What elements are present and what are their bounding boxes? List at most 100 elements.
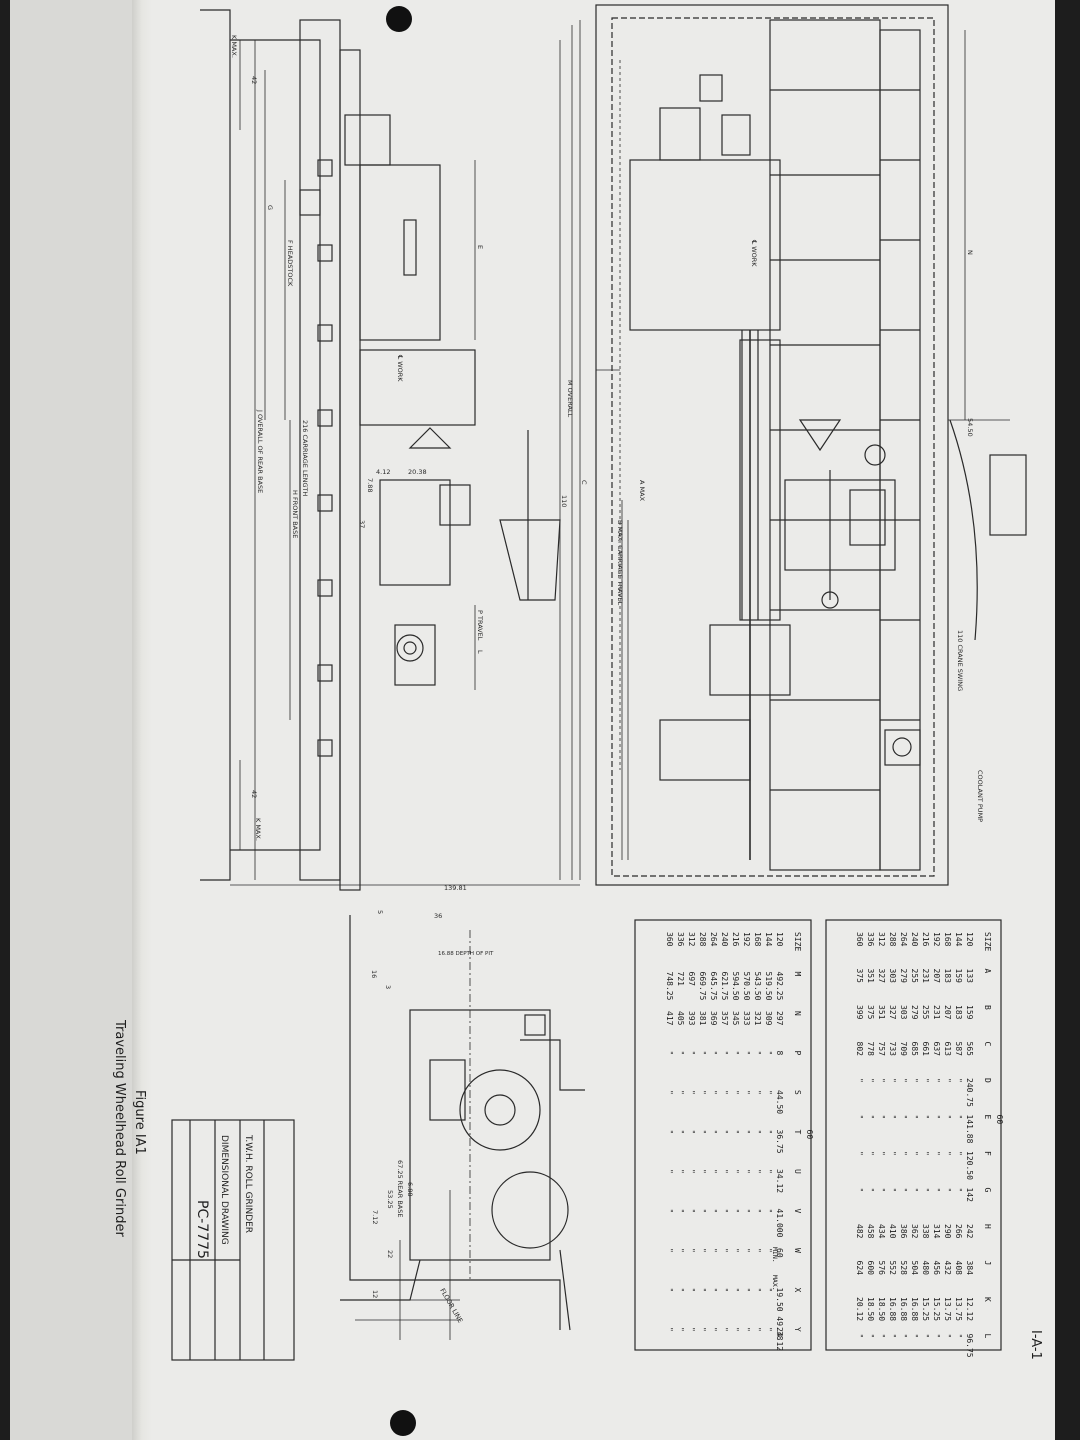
table-bottom-cell: 24.12: [775, 1327, 784, 1351]
table-bottom-col-header: V: [793, 1209, 802, 1214]
table-top-cell: 183: [954, 1005, 963, 1020]
table-top-cell: 240: [910, 932, 919, 947]
table-bottom-cell: ": [687, 1288, 696, 1293]
headstock-gearbox: [299, 189, 321, 216]
table-top-header-sup: 60: [995, 1115, 1004, 1125]
grinder-body-end: [409, 1009, 551, 1261]
table-bottom-cell: ": [753, 1209, 762, 1214]
table-top-cell: ": [932, 1078, 941, 1083]
title-block-drawing-no: PC-7775: [194, 1200, 210, 1259]
page-fold: [132, 0, 152, 1440]
table-top-col-header: C: [983, 1042, 992, 1047]
table-top-cell: 410: [888, 1224, 897, 1239]
table-bottom-cell: 360: [665, 932, 674, 947]
label-16: 16: [370, 970, 378, 978]
table-bottom-cell: ": [709, 1051, 718, 1056]
label-rear-base-end: 67.25 REAR BASE: [396, 1160, 404, 1217]
table-top-cell: ": [910, 1151, 919, 1156]
table-bottom-cell: ": [742, 1288, 751, 1293]
table-bottom-cell: 697: [687, 972, 696, 987]
table-top-cell: 480: [921, 1261, 930, 1276]
table-top-cell: ": [877, 1151, 886, 1156]
table-top-cell: 351: [877, 1005, 886, 1020]
label-5325: 53.25: [386, 1190, 394, 1209]
table-top-cell: 266: [954, 1224, 963, 1239]
table-bottom-cell: ": [764, 1169, 773, 1174]
table-bottom-cell: 288: [698, 932, 707, 947]
front-base-elev: [339, 49, 361, 891]
table-bottom-header-sup: 60: [805, 1130, 814, 1140]
table-bottom-cell: 321: [753, 1011, 762, 1026]
table-bottom-cell: 216: [731, 932, 740, 947]
table-top-cell: 15.25: [921, 1297, 930, 1321]
table-bottom-cell: ": [720, 1051, 729, 1056]
table-bottom-cell: ": [731, 1130, 740, 1135]
page-left-margin: [10, 0, 145, 1440]
table-bottom-cell: ": [709, 1090, 718, 1095]
label-12: 12: [371, 1290, 379, 1298]
table-bottom-cell: 333: [742, 1011, 751, 1026]
table-top-cell: 133: [965, 969, 974, 984]
table-bottom-cell: ": [698, 1209, 707, 1214]
table-top-cell: ": [877, 1115, 886, 1120]
table-top-cell: ": [921, 1115, 930, 1120]
table-top-cell: ": [899, 1334, 908, 1339]
table-bottom-cell: 621.75: [720, 972, 729, 1001]
table-top-col-header: F: [983, 1151, 992, 1156]
table-bottom-col-header: X: [793, 1288, 802, 1293]
table-top-cell: ": [888, 1151, 897, 1156]
table-bottom-cell: ": [665, 1090, 674, 1095]
table-top-cell: 757: [877, 1042, 886, 1057]
table-bottom-cell: ": [720, 1288, 729, 1293]
table-top-cell: ": [866, 1078, 875, 1083]
table-bottom-cell: ": [698, 1327, 707, 1332]
label-floor-line: FLOOR LINE: [438, 1287, 464, 1324]
table-bottom-cell: ": [753, 1288, 762, 1293]
table-bottom-cell: 312: [687, 932, 696, 947]
table-top-cell: 685: [910, 1042, 919, 1057]
table-bottom-cell: ": [676, 1169, 685, 1174]
tailstock-plan: [709, 624, 791, 696]
rear-base-plan: [769, 19, 881, 871]
table-top-cell: ": [899, 1115, 908, 1120]
wheel-end: [459, 1069, 541, 1151]
table-bottom-cell: ": [698, 1169, 707, 1174]
label-depth-of-pit: 16.88 DEPTH OF PIT: [438, 951, 494, 957]
table-bottom-cell: 492.25: [775, 972, 784, 1001]
junction-box-plan: [699, 74, 723, 102]
motor-end: [524, 1014, 546, 1036]
table-top-col-header: E: [983, 1115, 992, 1120]
table-top-cell: 120: [965, 932, 974, 947]
table-bottom-cell: ": [764, 1209, 773, 1214]
table-top-cell: 327: [877, 969, 886, 984]
table-top-cell: ": [899, 1188, 908, 1193]
table-top-col-header: SIZE: [983, 932, 992, 951]
table-bottom-cell: 60: [775, 1248, 784, 1258]
table-top-cell: 144: [954, 932, 963, 947]
table-bottom-cell: ": [687, 1248, 696, 1253]
table-bottom-cell: ": [676, 1248, 685, 1253]
label-b-travel: B MAX. CARRIAGE TRAVEL: [616, 520, 624, 605]
center-elev: [408, 427, 452, 449]
table-bottom-cell: 264: [709, 932, 718, 947]
table-top-cell: ": [866, 1188, 875, 1193]
table-bottom-cell: 41.000: [775, 1209, 784, 1238]
table-top-cell: 16.88: [910, 1297, 919, 1321]
table-top-cell: ": [943, 1078, 952, 1083]
table-top-cell: 279: [910, 1005, 919, 1020]
label-c: C: [580, 480, 588, 485]
handwheel-elev: [396, 634, 424, 662]
table-bottom-cell: ": [720, 1209, 729, 1214]
crane-post: [989, 454, 1027, 536]
table-top-cell: 231: [921, 969, 930, 984]
table-top-cell: 661: [921, 1042, 930, 1057]
table-bottom-cell: ": [676, 1090, 685, 1095]
table-top-cell: 159: [965, 1005, 974, 1020]
table-top-cell: ": [932, 1334, 941, 1339]
table-bottom-cell: ": [753, 1327, 762, 1332]
table-bottom-frame: [634, 919, 812, 1351]
table-top-cell: 16.88: [888, 1297, 897, 1321]
foundation-floor: [230, 39, 321, 851]
table-top-cell: 13.75: [943, 1297, 952, 1321]
table-bottom-cell: ": [742, 1169, 751, 1174]
